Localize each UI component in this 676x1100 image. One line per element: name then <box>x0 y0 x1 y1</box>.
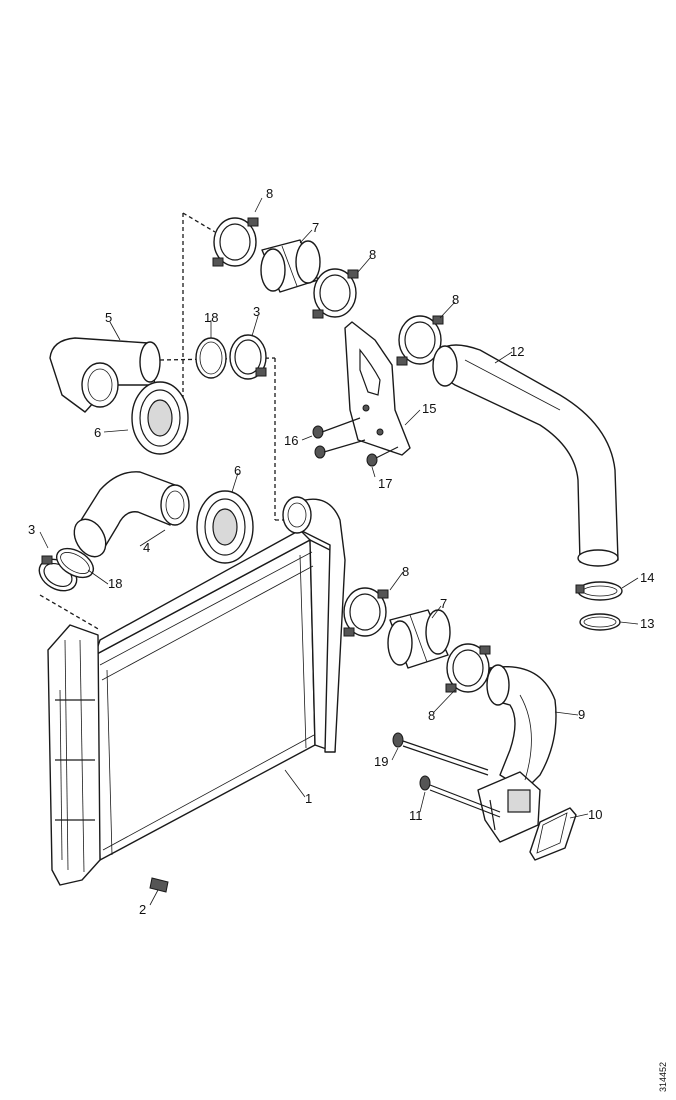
v-band-clamp-8-b <box>312 268 359 319</box>
figure-id: 314452 <box>658 1062 668 1092</box>
rubber-coupling-7-upper <box>260 239 321 293</box>
charge-air-cooler <box>47 496 346 886</box>
callout-4: 4 <box>143 540 150 555</box>
callout-8-d: 8 <box>402 564 409 579</box>
callout-8-e: 8 <box>428 708 435 723</box>
callout-15: 15 <box>422 401 436 416</box>
bolt-11 <box>419 775 501 818</box>
callout-11: 11 <box>409 808 423 823</box>
callout-19: 19 <box>374 754 388 769</box>
bolt-16 <box>312 417 366 459</box>
callout-8-c: 8 <box>452 292 459 307</box>
o-ring-18-upper <box>195 337 227 379</box>
callout-5: 5 <box>105 310 112 325</box>
callout-12: 12 <box>510 344 524 359</box>
callout-18-a: 18 <box>204 310 218 325</box>
callout-8-a: 8 <box>266 186 273 201</box>
callout-1: 1 <box>305 791 312 806</box>
flange-6-lower <box>196 490 254 564</box>
callout-6-b: 6 <box>234 463 241 478</box>
o-ring-13 <box>579 613 621 631</box>
v-band-clamp-8-a <box>212 217 259 267</box>
hose-clamp-14 <box>575 581 623 601</box>
elbow-pipe-5 <box>49 337 161 413</box>
callout-16: 16 <box>284 433 298 448</box>
callout-labels: 8 7 8 8 5 18 3 12 15 6 16 17 6 4 3 18 14… <box>28 186 654 917</box>
callout-3-b: 3 <box>28 522 35 537</box>
callout-7-b: 7 <box>440 596 447 611</box>
callout-17: 17 <box>378 476 392 491</box>
callout-18-b: 18 <box>108 576 122 591</box>
flange-6-upper <box>131 381 189 455</box>
elbow-pipe-4 <box>73 471 190 558</box>
callout-10: 10 <box>588 807 602 822</box>
callout-6-a: 6 <box>94 425 101 440</box>
air-pipe-12 <box>432 344 619 567</box>
callout-leader-lines <box>39 197 639 906</box>
bracket-15 <box>344 321 411 456</box>
callout-14: 14 <box>640 570 654 585</box>
bolt-19 <box>392 732 489 776</box>
v-band-clamp-8-d <box>343 587 389 637</box>
callout-7-a: 7 <box>312 220 319 235</box>
gasket-10 <box>529 807 577 861</box>
callout-2: 2 <box>139 902 146 917</box>
callout-8-b: 8 <box>369 247 376 262</box>
drain-plug <box>149 877 169 893</box>
v-band-clamp-8-c <box>396 315 444 366</box>
outlet-pipe-9 <box>477 664 557 843</box>
bolt-17 <box>366 446 399 467</box>
rubber-coupling-7-lower <box>387 609 451 669</box>
callout-3-a: 3 <box>253 304 260 319</box>
hose-clamp-3-upper <box>229 334 267 380</box>
callout-9: 9 <box>578 707 585 722</box>
callout-13: 13 <box>640 616 654 631</box>
v-band-clamp-8-e <box>445 643 491 693</box>
